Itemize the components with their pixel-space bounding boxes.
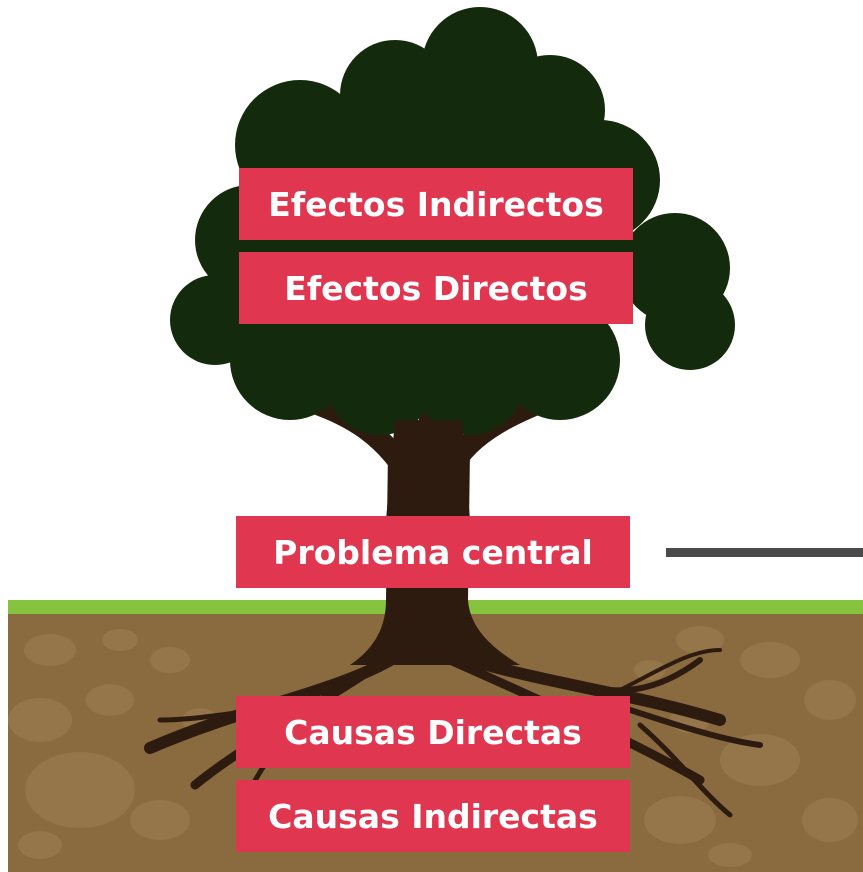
central-problem-label: Problema central (236, 516, 630, 588)
effects-direct-label: Efectos Directos (239, 252, 633, 324)
causes-indirect-label: Causas Indirectas (236, 780, 630, 852)
trunk-upper (386, 420, 470, 520)
causes-direct-label: Causas Directas (236, 696, 630, 768)
soil-stones (8, 626, 858, 867)
effects-indirect-label: Efectos Indirectos (239, 168, 633, 240)
central-problem-pointer (666, 548, 863, 557)
